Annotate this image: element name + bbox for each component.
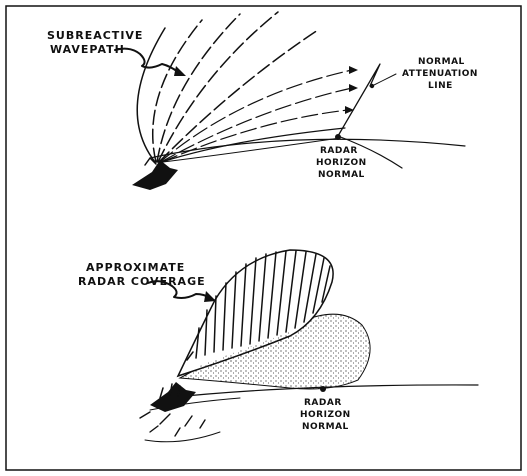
coverage-leader-arrowhead (204, 291, 216, 302)
top-horizon-curve (337, 135, 403, 169)
top-horizon-label-line1: RADAR (320, 146, 358, 156)
top-attenuation-marker (369, 83, 375, 89)
approx-coverage-hatching (186, 250, 331, 361)
attenuation-label-line1: NORMAL (418, 57, 465, 67)
top-earth-surface (149, 138, 466, 159)
wavepath-leader-arrowhead (174, 66, 186, 76)
attenuation-label-line2: ATTENUATION (402, 69, 478, 79)
top-attenuation-line (337, 63, 381, 137)
wavepath-label-line2: WAVEPATH (50, 43, 125, 56)
wavepath-label-line1: SUBREACTIVE (47, 29, 143, 42)
bottom-ship-icon (139, 382, 221, 443)
top-ray-arrow-3 (345, 106, 354, 114)
wavepath-leader-arrow (114, 47, 179, 73)
bottom-horizon-marker (320, 386, 326, 392)
attenuation-label-line3: LINE (428, 81, 453, 91)
top-attenuation-leader (371, 73, 397, 87)
top-ray-arrow-2 (349, 84, 358, 92)
top-horizon-label-line3: NORMAL (318, 170, 365, 180)
coverage-label-line1: APPROXIMATE (86, 261, 185, 274)
coverage-overlap-stipple (200, 332, 300, 372)
top-panel: SUBREACTIVE WAVEPATH NORMAL ATTENUATION … (47, 11, 478, 190)
bottom-panel: APPROXIMATE RADAR COVERAGE RADAR HORIZON… (78, 249, 479, 443)
bottom-horizon-label-line2: HORIZON (300, 410, 351, 420)
top-horizon-marker (335, 134, 341, 140)
top-horizon-label-line2: HORIZON (316, 158, 367, 168)
top-wavepaths (136, 11, 353, 163)
figure-frame (5, 5, 522, 471)
coverage-label-line2: RADAR COVERAGE (78, 275, 206, 288)
bottom-horizon-label-line1: RADAR (304, 398, 342, 408)
top-ship-icon (132, 157, 178, 190)
top-ray-arrow-1 (349, 66, 358, 74)
bottom-horizon-label-line3: NORMAL (302, 422, 349, 432)
coverage-leader-arrow (147, 280, 211, 299)
